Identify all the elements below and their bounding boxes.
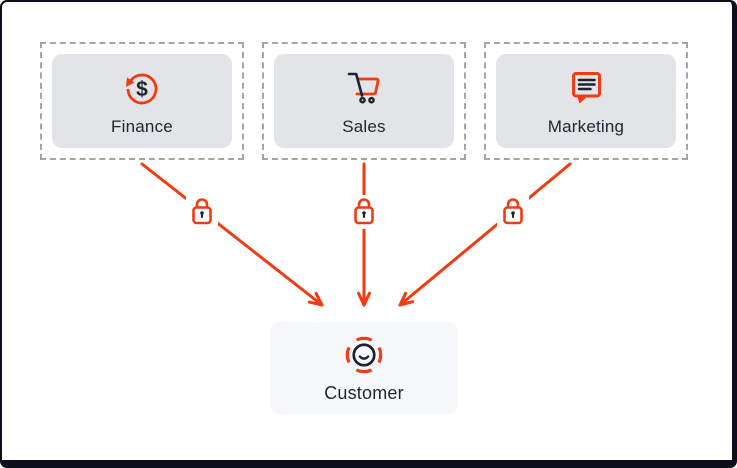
arrow-finance-to-customer (140, 162, 324, 307)
department-card-marketing: Marketing (496, 54, 676, 148)
customer-card: Customer (270, 322, 458, 414)
refresh-dollar-icon: $ (125, 73, 158, 104)
arrow-marketing-to-customer (398, 162, 572, 307)
lock-icon (348, 195, 380, 229)
department-group-marketing: Marketing (484, 42, 688, 160)
lock-icon (497, 195, 529, 229)
dollar-glyph: $ (136, 78, 148, 101)
shopping-cart-icon (347, 72, 380, 104)
department-card-sales: Sales (274, 54, 454, 148)
department-label-sales: Sales (342, 116, 386, 136)
lock-icon (186, 195, 218, 229)
department-group-sales: Sales (262, 42, 466, 160)
customer-smile-target-icon (345, 336, 383, 374)
speech-bubble-icon (572, 71, 601, 103)
customer-label: Customer (324, 383, 404, 403)
arrow-sales-to-customer (357, 162, 371, 307)
department-label-finance: Finance (111, 116, 173, 136)
department-label-marketing: Marketing (547, 116, 625, 136)
department-card-finance: $ Finance (52, 54, 232, 148)
department-group-finance: $ Finance (40, 42, 244, 160)
